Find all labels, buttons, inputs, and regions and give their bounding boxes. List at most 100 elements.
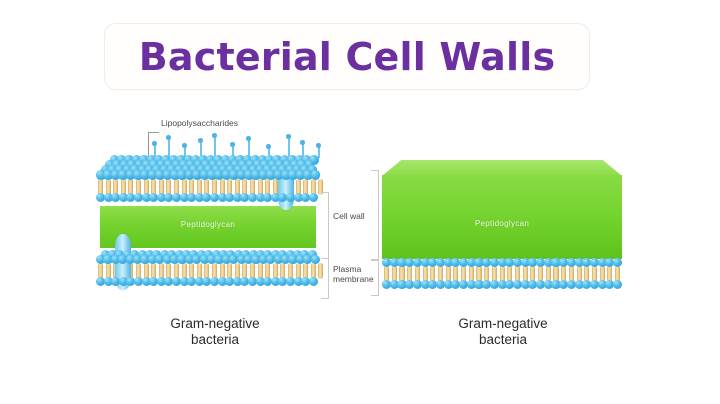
phospholipid-tail [391,266,397,283]
phospholipid-head [131,155,142,165]
phospholipid-head [420,280,430,290]
lipopolysaccharide-spike [230,142,235,158]
phospholipid-head [159,250,169,260]
phospholipid-head [144,250,155,260]
phospholipid-tail [257,179,263,195]
lipopolysaccharides-label: Lipopolysaccharides [161,118,239,128]
phospholipid-head [257,155,267,165]
phospholipid-head [134,193,143,202]
phospholipid-tail [476,266,482,283]
phospholipid-tail [173,263,180,279]
phospholipid-tail [181,179,187,195]
phospholipid-head [115,250,125,260]
phospholipid-head [107,165,118,175]
phospholipid-head [474,258,484,268]
phospholipid-head [134,160,145,170]
phospholipid-tail [287,263,294,279]
phospholipid-head [187,193,197,202]
phospholipid-head [244,255,254,265]
phospholipid-head [192,170,202,180]
phospholipid-head [505,280,515,290]
phospholipid-tail [514,266,521,283]
phospholipid-head [190,155,201,165]
phospholipid-tail [615,266,621,283]
phospholipid-head [497,258,507,268]
lipopolysaccharide-spike [166,135,171,158]
phospholipid-head [176,155,186,165]
phospholipid-tail [453,266,459,283]
lipopolysaccharide-spike [152,141,157,158]
outer-membrane [96,155,324,208]
phospholipid-head [295,255,305,265]
phospholipid-head [574,280,584,290]
phospholipid-head [96,277,105,286]
phospholipid-head [225,277,235,286]
phospholipid-head [292,250,303,260]
phospholipid-head [183,155,193,165]
phospholipid-head [96,255,106,265]
phospholipid-head [137,165,147,175]
caption-right-line1: Gram-negative [458,316,548,331]
phospholipid-head [103,255,113,265]
phospholipid-head [566,280,576,290]
phospholipid-head [293,193,303,202]
phospholipid-head [303,255,313,265]
phospholipid-tail [166,179,172,195]
phospholipid-tail [219,179,225,195]
phospholipid-head [194,277,204,286]
phospholipid-head [174,165,184,175]
phospholipid-tail [295,179,301,195]
phospholipid-head [116,155,127,165]
phospholipid-head [110,170,121,180]
phospholipid-head [258,255,268,265]
phospholipid-tail [407,266,413,283]
phospholipid-head [278,250,288,260]
phospholipid-head [248,193,257,202]
phospholipid-head [196,165,207,175]
phospholipid-head [543,280,553,290]
phospholipid-tail [227,179,233,195]
phospholipid-head [459,280,469,290]
phospholipid-head [245,160,256,170]
phospholipid-head [244,170,254,180]
phospholipid-head [275,160,285,170]
phospholipid-head [119,160,130,170]
phospholipid-head [582,280,592,290]
phospholipid-head [204,165,214,175]
phospholipid-head [242,155,253,165]
phospholipid-head [137,250,147,260]
phospholipid-head [282,160,293,170]
phospholipid-head [489,258,499,268]
phospholipid-head [236,170,247,180]
phospholipid-tail [568,266,574,283]
phospholipid-tail [166,263,172,279]
phospholipid-head [207,255,217,265]
phospholipid-head [405,258,415,268]
phospholipid-head [204,250,214,260]
phospholipid-head [389,280,399,290]
phospholipid-head [146,155,156,165]
phospholipid-head [389,258,399,268]
peptidoglycan-top-face-right [382,160,622,176]
phospholipid-head [207,170,217,180]
phospholipid-head [223,160,233,170]
phospholipid-head [226,250,236,260]
phospholipid-head [512,258,523,268]
phospholipid-head [279,155,290,165]
phospholipid-head [167,250,177,260]
lipopolysaccharide-spike [182,143,187,158]
phospholipid-head [147,170,158,180]
phospholipid-head [124,155,134,165]
phospholipid-head [382,258,392,268]
phospholipid-tail [257,263,263,279]
phospholipid-tail [211,263,218,279]
phospholipid-tail [196,179,202,195]
phospholipid-head [174,250,184,260]
phospholipid-head [115,165,125,175]
phospholipid-tail [135,179,142,195]
phospholipid-head [435,258,446,268]
peptidoglycan-label-right: Peptidoglycan [474,219,530,228]
phospholipid-head [213,155,223,165]
phospholipid-head [428,258,438,268]
phospholipid-head [141,193,151,202]
